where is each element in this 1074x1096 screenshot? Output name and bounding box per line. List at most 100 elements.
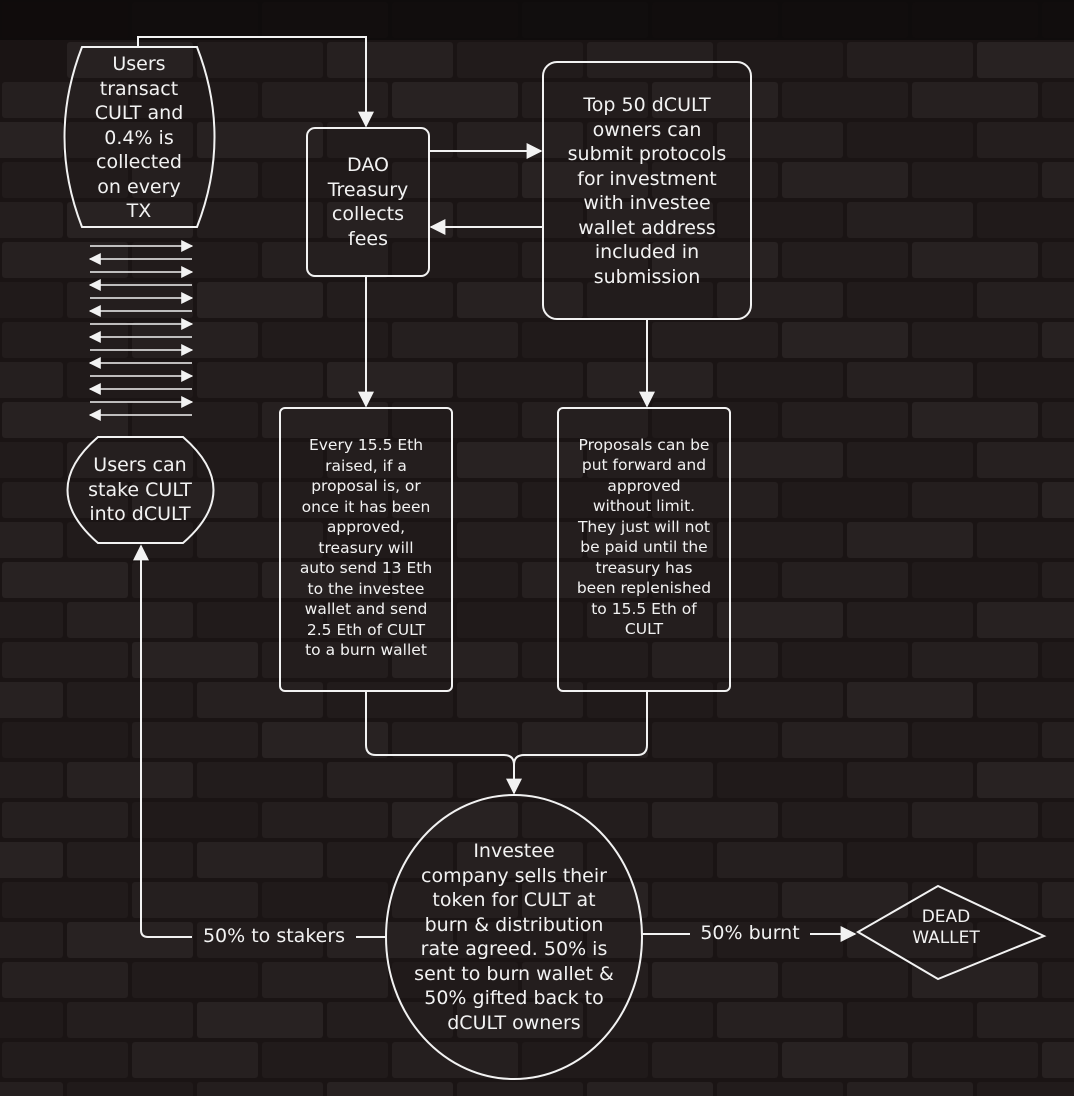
brick — [2, 1042, 128, 1078]
brick — [0, 362, 63, 398]
brick — [847, 602, 973, 638]
proposals-box — [557, 407, 731, 692]
brick — [717, 602, 843, 638]
brick — [2, 402, 128, 438]
brick — [1042, 882, 1074, 918]
brick — [522, 482, 648, 518]
brick — [67, 682, 193, 718]
brick — [327, 842, 453, 878]
brick — [782, 82, 908, 118]
brick — [977, 1002, 1074, 1038]
brick — [197, 842, 323, 878]
brick — [717, 202, 843, 238]
brick — [587, 282, 713, 318]
brick — [2, 962, 128, 998]
brick — [197, 922, 323, 958]
brick — [0, 842, 63, 878]
brick — [587, 522, 713, 558]
brick — [912, 402, 1038, 438]
brick — [457, 522, 583, 558]
brick — [327, 202, 453, 238]
edge-label-burnt: 50% burnt — [700, 922, 800, 945]
brick — [782, 482, 908, 518]
brick — [262, 402, 388, 438]
brick — [847, 1002, 973, 1038]
brick — [392, 562, 518, 598]
brick — [262, 722, 388, 758]
brick — [67, 282, 193, 318]
brick — [912, 1042, 1038, 1078]
brick — [1042, 962, 1074, 998]
transaction-arrows — [88, 240, 194, 421]
brick — [197, 602, 323, 638]
brick — [652, 82, 778, 118]
top-vignette — [0, 0, 1074, 40]
brick — [2, 162, 128, 198]
brick — [457, 922, 583, 958]
brick — [392, 402, 518, 438]
brick — [197, 1002, 323, 1038]
brick — [782, 562, 908, 598]
brick — [457, 122, 583, 158]
arrow-to-stakers — [141, 546, 386, 938]
brick — [197, 282, 323, 318]
brick — [2, 722, 128, 758]
brick — [457, 1082, 583, 1096]
brick — [327, 1002, 453, 1038]
brick — [652, 162, 778, 198]
brick — [912, 722, 1038, 758]
brick — [392, 882, 518, 918]
brick — [2, 242, 128, 278]
brick — [522, 962, 648, 998]
brick — [782, 322, 908, 358]
brick — [132, 162, 258, 198]
brick — [197, 1082, 323, 1096]
users-transact-shape — [63, 46, 216, 228]
brick — [262, 162, 388, 198]
brick — [977, 1082, 1074, 1096]
brick — [0, 1002, 63, 1038]
brick — [262, 242, 388, 278]
brick — [2, 642, 128, 678]
brick — [2, 802, 128, 838]
dao-treasury-text: DAO Treasury collects fees — [327, 154, 409, 250]
brick — [132, 802, 258, 838]
brick — [522, 722, 648, 758]
brick — [392, 802, 518, 838]
brick — [847, 522, 973, 558]
dead-wallet-text: DEAD WALLET — [912, 907, 980, 948]
brick — [977, 602, 1074, 638]
brick — [327, 442, 453, 478]
brick — [652, 482, 778, 518]
brick — [1042, 722, 1074, 758]
brick — [67, 762, 193, 798]
brick — [977, 362, 1074, 398]
brick — [652, 562, 778, 598]
users-stake-shape — [66, 436, 215, 544]
arrow-users-to-dao — [137, 36, 374, 128]
brick — [0, 42, 63, 78]
brick — [977, 682, 1074, 718]
brick — [67, 122, 193, 158]
brick — [132, 722, 258, 758]
brick — [652, 722, 778, 758]
brick — [1042, 482, 1074, 518]
brick — [197, 42, 323, 78]
brick — [67, 442, 193, 478]
brick — [132, 882, 258, 918]
brick — [262, 802, 388, 838]
brick — [847, 442, 973, 478]
brick — [717, 362, 843, 398]
brick — [587, 1082, 713, 1096]
brick — [717, 122, 843, 158]
brick — [197, 202, 323, 238]
brick — [327, 522, 453, 558]
investee-text: Investee company sells their token for C… — [414, 840, 614, 1034]
brick — [457, 362, 583, 398]
brick — [912, 242, 1038, 278]
brick — [1042, 642, 1074, 678]
brick — [847, 42, 973, 78]
brick — [327, 602, 453, 638]
